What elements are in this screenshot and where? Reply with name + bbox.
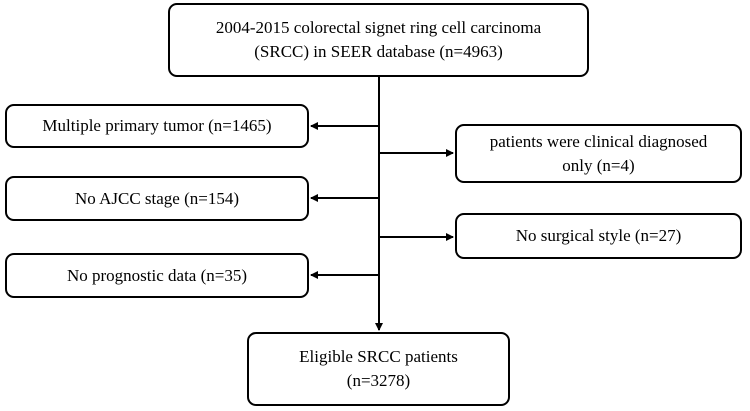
result-line-1: Eligible SRCC patients [299, 347, 458, 366]
exclusion-label: No prognostic data (n=35) [66, 265, 248, 285]
result-line-2: (n=3278) [346, 371, 411, 390]
exclusion-line-2: only (n=4) [562, 155, 635, 175]
exclusion-box-no-surgical: No surgical style (n=27) [455, 213, 742, 259]
start-line-2: (SRCC) in SEER database (n=4963) [254, 42, 503, 61]
exclusion-box-no-prognostic: No prognostic data (n=35) [5, 253, 309, 298]
start-population-box: 2004-2015 colorectal signet ring cell ca… [168, 3, 589, 77]
start-line-1: 2004-2015 colorectal signet ring cell ca… [215, 18, 542, 37]
exclusion-line-1: patients were clinical diagnosed [489, 131, 708, 151]
eligible-patients-box: Eligible SRCC patients (n=3278) [247, 332, 510, 406]
exclusion-box-no-ajcc: No AJCC stage (n=154) [5, 176, 309, 221]
exclusion-box-clinical-only: patients were clinical diagnosed only (n… [455, 124, 742, 183]
exclusion-box-multiple-primary: Multiple primary tumor (n=1465) [5, 104, 309, 148]
exclusion-label: No AJCC stage (n=154) [75, 188, 239, 208]
exclusion-label: Multiple primary tumor (n=1465) [42, 116, 272, 135]
exclusion-label: No surgical style (n=27) [515, 226, 682, 245]
